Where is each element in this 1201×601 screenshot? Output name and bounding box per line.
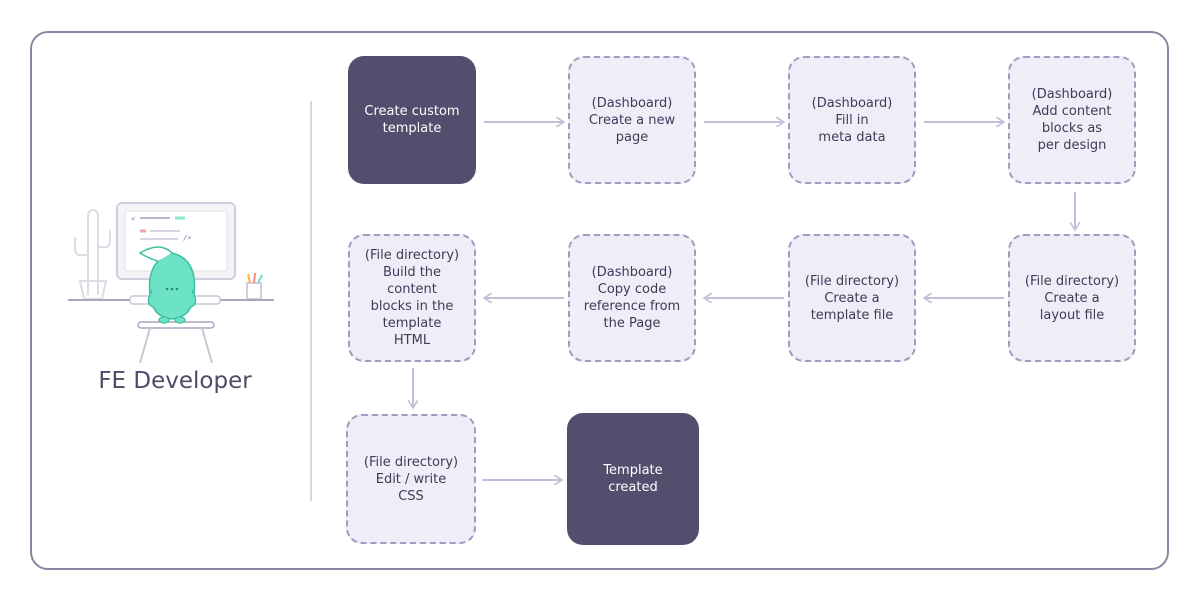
developer-mascot-icon: /> < xyxy=(68,202,274,364)
step-file-create-template: (File directory) Create a template file xyxy=(788,234,916,362)
step-create-custom-template: Create custom template xyxy=(348,56,476,184)
step-dashboard-create-page: (Dashboard) Create a new page xyxy=(568,56,696,184)
step-dashboard-fill-meta: (Dashboard) Fill in meta data xyxy=(788,56,916,184)
svg-text:<: < xyxy=(131,215,135,223)
diagram-frame xyxy=(30,31,1169,570)
divider xyxy=(310,101,312,501)
step-file-create-layout: (File directory) Create a layout file xyxy=(1008,234,1136,362)
step-file-edit-css: (File directory) Edit / write CSS xyxy=(346,414,476,544)
persona-label: FE Developer xyxy=(98,368,252,394)
step-dashboard-copy-reference: (Dashboard) Copy code reference from the… xyxy=(568,234,696,362)
svg-text:/>: /> xyxy=(183,234,191,242)
step-dashboard-add-blocks: (Dashboard) Add content blocks as per de… xyxy=(1008,56,1136,184)
step-file-build-blocks: (File directory) Build the content block… xyxy=(348,234,476,362)
step-template-created: Template created xyxy=(567,413,699,545)
